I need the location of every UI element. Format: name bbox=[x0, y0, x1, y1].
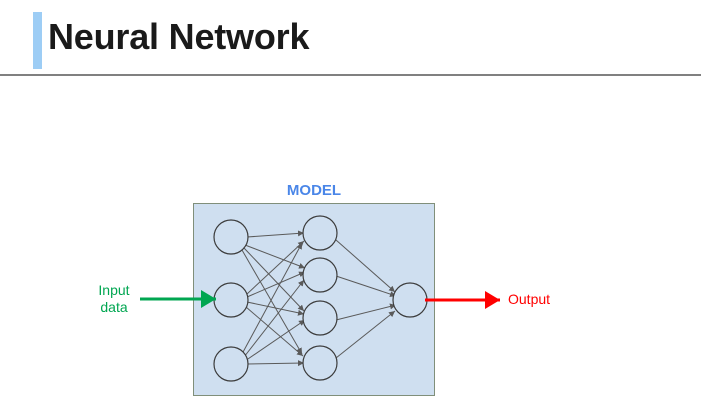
node-input-2 bbox=[213, 282, 249, 318]
node-input-3 bbox=[213, 346, 249, 382]
page-title: Neural Network bbox=[48, 16, 310, 57]
output-label: Output bbox=[508, 291, 551, 307]
node-output-1 bbox=[392, 282, 428, 318]
network-graph bbox=[140, 215, 500, 382]
input-data-label: Input data bbox=[88, 282, 140, 316]
node-hidden-3 bbox=[302, 300, 338, 336]
node-hidden-2 bbox=[302, 257, 338, 293]
neural-network-diagram: MODEL bbox=[0, 80, 701, 407]
node-hidden-4 bbox=[302, 345, 338, 381]
hidden-layer-nodes bbox=[302, 215, 338, 381]
node-hidden-1 bbox=[302, 215, 338, 251]
input-data-label-line2: data bbox=[100, 299, 128, 315]
input-layer-nodes bbox=[213, 219, 249, 382]
title-divider bbox=[0, 74, 701, 76]
model-label: MODEL bbox=[286, 182, 342, 199]
node-input-1 bbox=[213, 219, 249, 255]
edges-hidden-to-output bbox=[335, 239, 397, 359]
input-data-label-line1: Input bbox=[98, 282, 130, 298]
title-accent-bar bbox=[33, 12, 42, 69]
output-layer-nodes bbox=[392, 282, 428, 318]
edges-input-to-hidden bbox=[241, 230, 306, 367]
